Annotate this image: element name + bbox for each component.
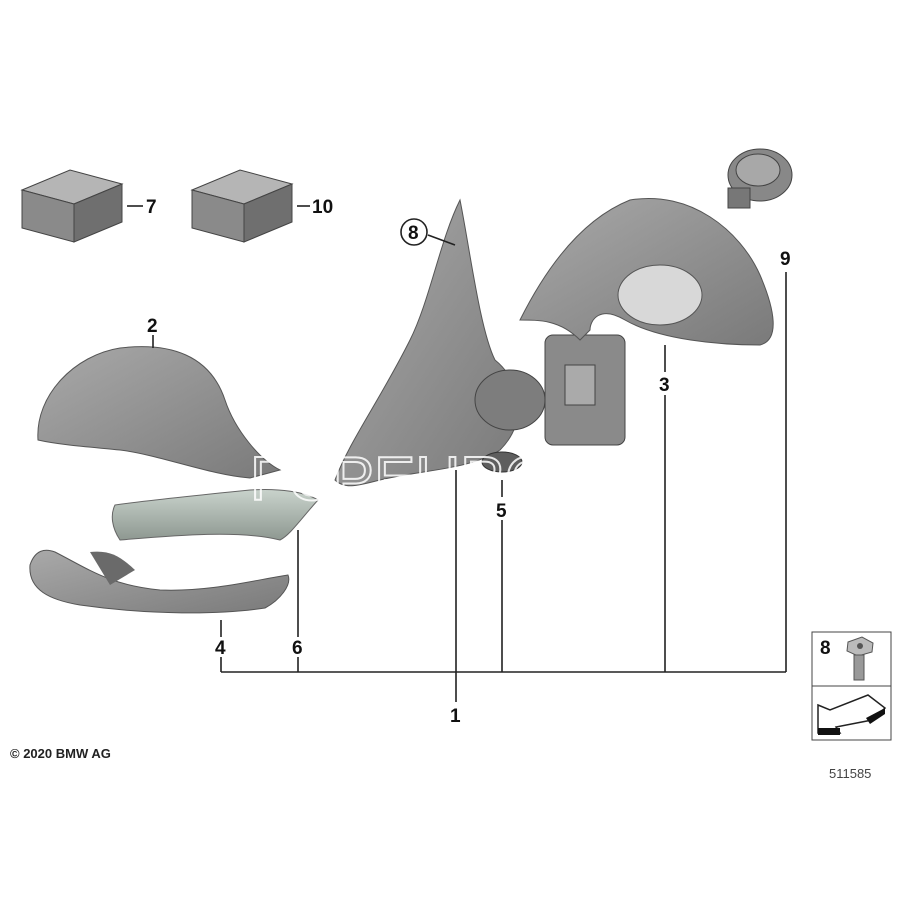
part-1-mirror-base[interactable] (334, 198, 519, 487)
callout-10[interactable]: 10 (312, 197, 333, 218)
trim-clip (90, 551, 135, 585)
watermark: FCPEURO (250, 445, 553, 514)
callout-5[interactable]: 5 (496, 501, 507, 522)
part-2-mirror-cap[interactable] (37, 346, 282, 479)
part-1-mirror-motor-assembly[interactable] (474, 334, 626, 446)
part-10-kit-box[interactable] (190, 169, 294, 243)
callout-4[interactable]: 4 (215, 638, 226, 659)
copyright: © 2020 BMW AG (10, 746, 111, 761)
part-7-kit-box[interactable] (20, 169, 124, 243)
callout-8[interactable]: 8 (408, 223, 419, 244)
mounting-arrow-icon (817, 694, 887, 735)
part-4-lower-trim[interactable] (29, 549, 290, 614)
callout-2[interactable]: 2 (147, 316, 158, 337)
callout-7[interactable]: 7 (146, 197, 157, 218)
housing-opening (617, 264, 703, 326)
callout-3[interactable]: 3 (659, 375, 670, 396)
part-6-turn-signal[interactable] (111, 489, 319, 541)
screw-icon (846, 636, 874, 681)
diagram-number: 511585 (829, 766, 871, 781)
part-9-mirror-actuator[interactable] (727, 148, 793, 209)
part-5-cover[interactable] (481, 451, 523, 473)
legend-part-number: 8 (820, 638, 831, 659)
callout-1[interactable]: 1 (450, 706, 461, 727)
leader-lines (127, 205, 787, 702)
callout-8-circle (400, 218, 428, 246)
callout-9[interactable]: 9 (780, 249, 791, 270)
callout-6[interactable]: 6 (292, 638, 303, 659)
screw-legend-box: 8 (811, 631, 892, 741)
